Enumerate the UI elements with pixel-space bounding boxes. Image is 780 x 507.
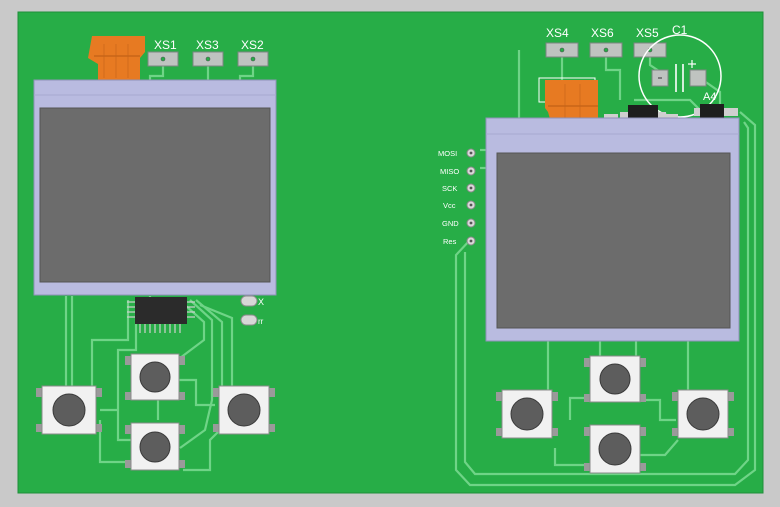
small-component-label: rr (258, 317, 264, 326)
spi-pin-mosi: MOSI (438, 148, 476, 158)
right-button-right (672, 389, 734, 439)
crystal-label: X (258, 297, 264, 307)
left-module: XS1 XS3 XS2 (33, 36, 277, 472)
left-lcd-screen (39, 107, 271, 283)
spi-pin-vcc: Vcc (443, 200, 476, 210)
right-connector-label: XS5 (636, 26, 659, 40)
right-lcd-screen (496, 152, 731, 329)
spi-pin-label: Vcc (443, 201, 456, 210)
left-button-left (36, 385, 102, 435)
left-connector-label: XS1 (154, 38, 177, 52)
spi-pin-label: MOSI (438, 149, 457, 158)
spi-pin-miso: MISO (440, 166, 476, 176)
left-connector-xs1: XS1 (147, 38, 179, 67)
capacitor-c1: C1 (638, 23, 722, 118)
spi-pin-label: MISO (440, 167, 459, 176)
crystal-x: X (240, 295, 264, 307)
left-connector-xs2: XS2 (237, 38, 269, 67)
left-lcd-display (33, 79, 277, 296)
left-traces (64, 66, 255, 472)
left-mcu-chip (127, 297, 195, 333)
left-button-top (125, 353, 185, 401)
right-connector-label: XS4 (546, 26, 569, 40)
right-module: XS4 XS6 XS5 C1 A4 (438, 23, 757, 487)
left-button-right (213, 385, 275, 435)
left-connector-xs3: XS3 (192, 38, 224, 67)
spi-pin-label: Res (443, 237, 457, 246)
right-button-left (496, 389, 558, 439)
right-connector-xs6: XS6 (589, 26, 623, 58)
spi-pin-sck: SCK (442, 183, 476, 193)
small-component-rr: rr (240, 314, 264, 326)
spi-pin-label: SCK (442, 184, 457, 193)
right-button-top (584, 355, 646, 403)
right-ribbon-cable (538, 77, 598, 126)
spi-pin-label: GND (442, 219, 459, 228)
spi-pin-res: Res (443, 236, 476, 246)
left-ribbon-cable (88, 36, 145, 80)
left-button-bottom (125, 422, 185, 471)
right-connector-xs4: XS4 (545, 26, 579, 58)
capacitor-label: C1 (672, 23, 688, 37)
left-connector-label: XS2 (241, 38, 264, 52)
spi-pin-gnd: GND (442, 218, 476, 228)
right-traces (454, 50, 757, 487)
right-button-bottom (584, 424, 646, 474)
regulator-label: A4 (703, 91, 716, 103)
right-connector-xs5: XS5 (633, 26, 667, 58)
spi-header: MOSI MISO SCK Vcc GND (438, 148, 476, 246)
regulator-a4: A4 (694, 91, 738, 118)
right-connector-label: XS6 (591, 26, 614, 40)
left-connector-label: XS3 (196, 38, 219, 52)
right-lcd-display (485, 117, 740, 342)
